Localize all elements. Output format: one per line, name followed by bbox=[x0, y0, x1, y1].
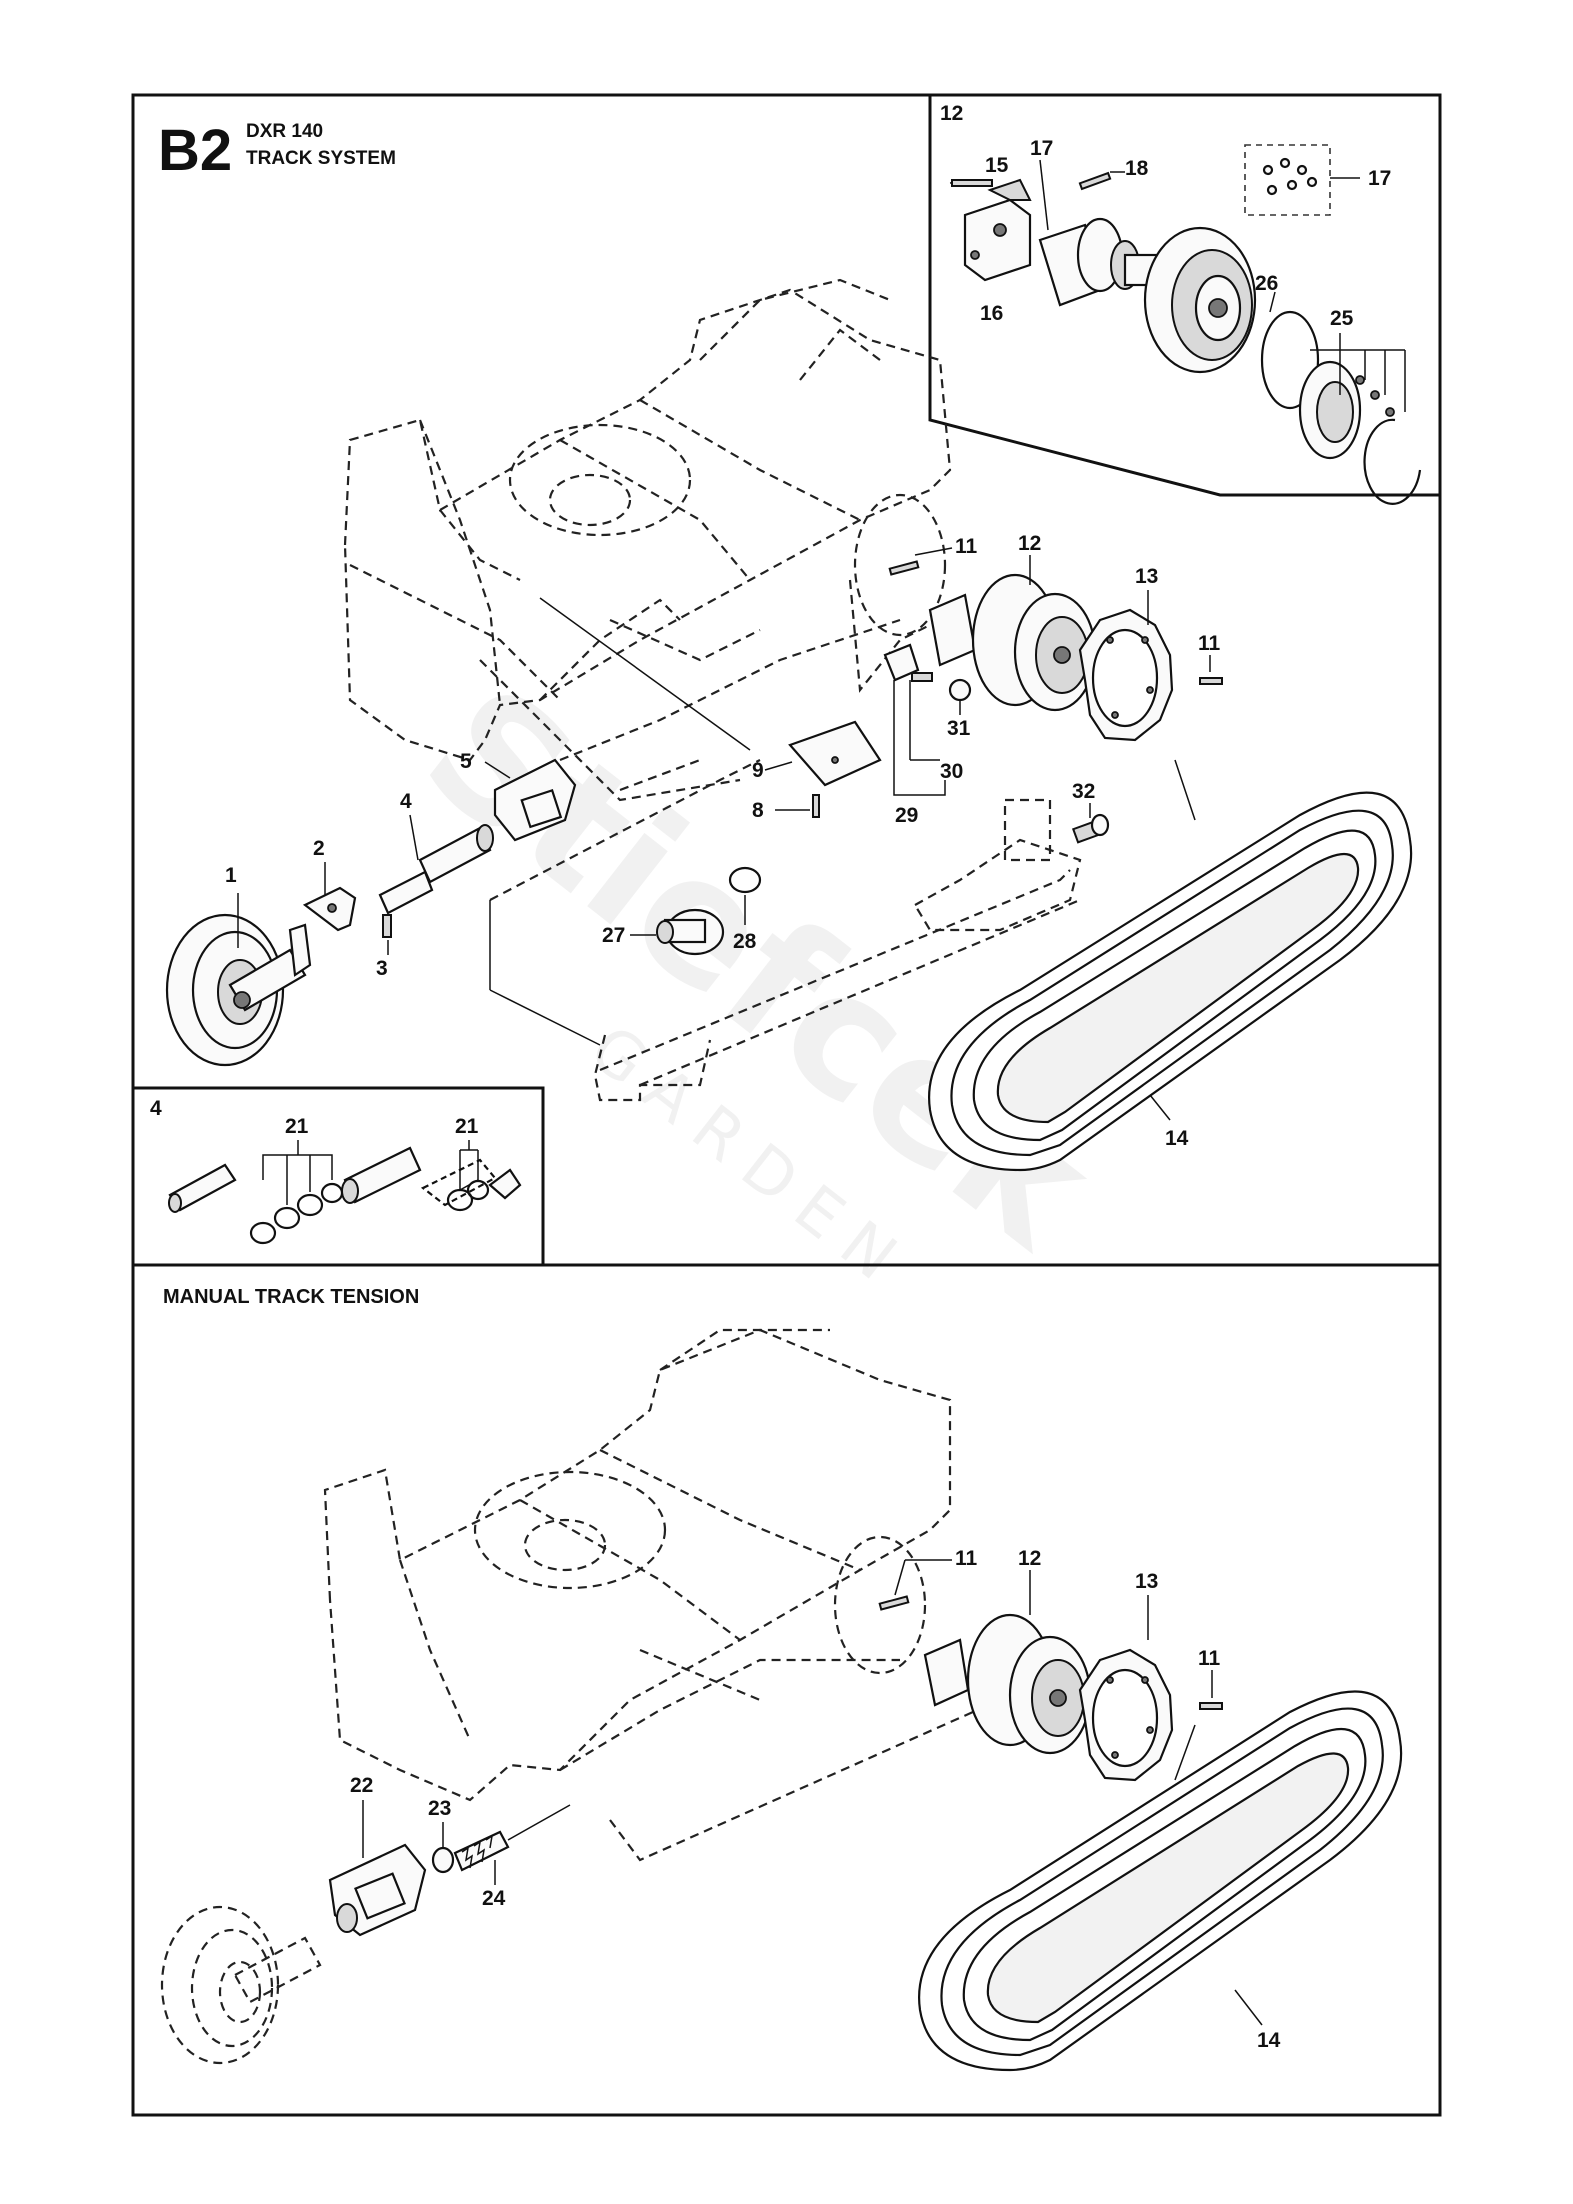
callout-30: 30 bbox=[940, 760, 963, 783]
callout-18: 18 bbox=[1125, 157, 1149, 180]
callout-9: 9 bbox=[752, 759, 764, 782]
callout-11-upper-b: 11 bbox=[1198, 632, 1221, 655]
callout-14-upper: 14 bbox=[1165, 1127, 1189, 1150]
diagram-title: TRACK SYSTEM bbox=[246, 148, 396, 169]
callout-11-lower-a: 11 bbox=[955, 1547, 978, 1570]
callout-1: 1 bbox=[225, 864, 237, 887]
callout-21-a: 21 bbox=[285, 1115, 309, 1138]
callout-32: 32 bbox=[1072, 780, 1095, 803]
pressure-valve bbox=[883, 643, 972, 702]
motor-cover bbox=[1298, 360, 1395, 460]
callout-4: 4 bbox=[400, 790, 412, 813]
upper-rubber-track bbox=[928, 791, 1413, 1172]
callout-13-upper: 13 bbox=[1135, 565, 1158, 588]
upper-idler-wheel bbox=[165, 913, 312, 1067]
lower-undercarriage-frame bbox=[323, 1328, 1001, 1862]
tension-rod bbox=[453, 1804, 571, 1872]
callout-23: 23 bbox=[428, 1797, 451, 1820]
inset-motor-frame bbox=[928, 95, 1440, 497]
callout-8: 8 bbox=[752, 799, 764, 822]
inset-cylinder-seals: 4 21 21 bbox=[133, 1086, 545, 1265]
cylinder-bracket bbox=[493, 758, 577, 842]
lower-sprocket bbox=[1078, 1648, 1174, 1782]
upper-sprocket bbox=[1078, 608, 1174, 742]
callout-31: 31 bbox=[947, 717, 971, 740]
tension-cylinder bbox=[378, 824, 494, 915]
callout-22: 22 bbox=[350, 1774, 373, 1797]
callout-15: 15 bbox=[985, 154, 1009, 177]
upper-track-rail bbox=[489, 597, 1082, 1102]
upper-travel-motor bbox=[928, 573, 1097, 712]
callout-11-lower-b: 11 bbox=[1198, 1647, 1221, 1670]
callout-5: 5 bbox=[460, 750, 472, 773]
inset-travel-motor: 12 15 16 17 18 17 bbox=[928, 95, 1440, 505]
upper-undercarriage-frame bbox=[343, 278, 952, 802]
grease-fitting bbox=[1071, 813, 1110, 844]
callout-12-inset: 12 bbox=[940, 102, 963, 125]
lower-tension-bracket bbox=[328, 1843, 427, 1937]
header: B2 DXR 140 TRACK SYSTEM bbox=[158, 118, 396, 183]
section-code: B2 bbox=[158, 118, 232, 183]
callout-2: 2 bbox=[313, 837, 325, 860]
callout-29: 29 bbox=[895, 804, 918, 827]
callout-21-b: 21 bbox=[455, 1115, 479, 1138]
callout-27: 27 bbox=[602, 924, 625, 947]
callout-16: 16 bbox=[980, 302, 1003, 325]
callout-17-b: 17 bbox=[1368, 167, 1391, 190]
callout-28: 28 bbox=[733, 930, 757, 953]
callout-12-upper: 12 bbox=[1018, 532, 1041, 555]
manual-tension-label: MANUAL TRACK TENSION bbox=[163, 1286, 419, 1308]
model-name: DXR 140 bbox=[246, 121, 323, 142]
hydraulic-motor bbox=[1038, 217, 1257, 374]
callout-12-lower: 12 bbox=[1018, 1547, 1041, 1570]
callout-25: 25 bbox=[1330, 307, 1354, 330]
cover-plate bbox=[788, 720, 882, 787]
callout-24: 24 bbox=[482, 1887, 506, 1910]
lower-travel-motor bbox=[923, 1613, 1092, 1755]
lower-idler-wheel bbox=[160, 1905, 322, 2065]
seal-kit-box bbox=[1244, 144, 1331, 216]
tension-bracket bbox=[302, 886, 357, 932]
callout-11-upper-a: 11 bbox=[955, 535, 978, 558]
callout-17-a: 17 bbox=[1030, 137, 1053, 160]
valve-block bbox=[963, 178, 1032, 282]
callout-4-inset: 4 bbox=[150, 1097, 162, 1120]
callout-14-lower: 14 bbox=[1257, 2029, 1281, 2052]
outer-frame bbox=[131, 93, 1442, 2117]
accumulator bbox=[656, 908, 725, 956]
lower-rubber-track bbox=[918, 1690, 1403, 2072]
callout-13-lower: 13 bbox=[1135, 1570, 1158, 1593]
callout-3: 3 bbox=[376, 957, 388, 980]
callout-26: 26 bbox=[1255, 272, 1278, 295]
